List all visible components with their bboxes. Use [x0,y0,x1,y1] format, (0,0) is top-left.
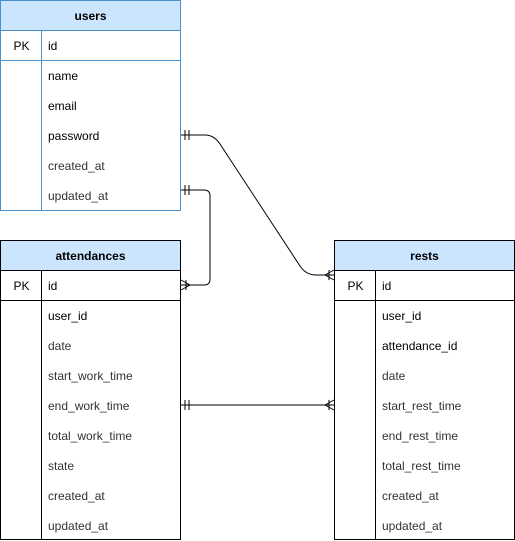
users-field-row[interactable]: updated_at [1,181,180,211]
rests-field-row[interactable]: created_at [335,481,514,511]
users-field-created-at: created_at [48,159,105,173]
users-field-updated-at: updated_at [48,189,109,203]
entity-users[interactable]: users PK id name email password created_… [0,0,181,211]
many-marker [324,399,335,406]
relation-users-rests [181,134,334,276]
attendances-field-row[interactable]: state [1,451,180,481]
users-field-password: password [48,129,100,143]
rests-pk-row[interactable]: PK id [335,271,514,301]
attendances-field-user-id: user_id [48,309,88,323]
rests-field-id: id [382,278,392,293]
entity-rests-title: rests [335,241,514,271]
users-field-row[interactable]: password [1,121,180,151]
attendances-field-id: id [48,278,58,293]
users-field-row[interactable]: name [1,61,180,91]
users-field-row[interactable]: email [1,91,180,121]
rests-field-updated-at: updated_at [382,519,443,533]
rests-field-row[interactable]: user_id [335,301,514,331]
entity-attendances-title: attendances [1,241,180,271]
attendances-field-state: state [48,459,75,473]
attendances-field-end-work-time: end_work_time [48,399,130,413]
rests-field-created-at: created_at [382,489,439,503]
column-divider [41,271,42,539]
attendances-pk-row[interactable]: PK id [1,271,180,301]
rests-field-attendance-id: attendance_id [382,339,458,353]
users-field-id: id [48,38,58,53]
rests-field-row[interactable]: end_rest_time [335,421,514,451]
pk-label: PK [13,278,30,293]
rests-field-total-rest-time: total_rest_time [382,459,461,473]
attendances-field-total-work-time: total_work_time [48,429,133,443]
attendances-field-row[interactable]: total_work_time [1,421,180,451]
users-field-row[interactable]: created_at [1,151,180,181]
many-marker [324,269,335,276]
attendances-field-row[interactable]: date [1,331,180,361]
rests-field-row[interactable]: attendance_id [335,331,514,361]
users-field-email: email [48,99,77,113]
attendances-field-updated-at: updated_at [48,519,109,533]
rests-field-row[interactable]: total_rest_time [335,451,514,481]
rests-field-date: date [382,369,406,383]
attendances-field-date: date [48,339,72,353]
rests-field-row[interactable]: updated_at [335,511,514,541]
attendances-field-row[interactable]: start_work_time [1,361,180,391]
attendances-field-row[interactable]: end_work_time [1,391,180,421]
many-marker [180,279,191,286]
rests-field-row[interactable]: start_rest_time [335,391,514,421]
rests-field-row[interactable]: date [335,361,514,391]
many-marker [324,274,335,281]
attendances-field-row[interactable]: updated_at [1,511,180,541]
rests-field-start-rest-time: start_rest_time [382,399,462,413]
users-field-name: name [48,69,79,83]
rests-field-user-id: user_id [382,309,422,323]
column-divider [375,271,376,539]
attendances-field-row[interactable]: user_id [1,301,180,331]
entity-rests[interactable]: rests PK id user_id attendance_id date s… [334,240,515,540]
pk-label: PK [13,38,30,53]
users-pk-row[interactable]: PK id [1,31,180,61]
rests-field-end-rest-time: end_rest_time [382,429,459,443]
attendances-field-start-work-time: start_work_time [48,369,133,383]
pk-label: PK [347,278,364,293]
attendances-field-created-at: created_at [48,489,105,503]
column-divider [41,31,42,210]
attendances-field-row[interactable]: created_at [1,481,180,511]
entity-users-title: users [1,1,180,31]
many-marker [324,404,335,411]
relation-users-attendances [181,189,211,286]
entity-attendances[interactable]: attendances PK id user_id date start_wor… [0,240,181,540]
many-marker [180,284,191,291]
